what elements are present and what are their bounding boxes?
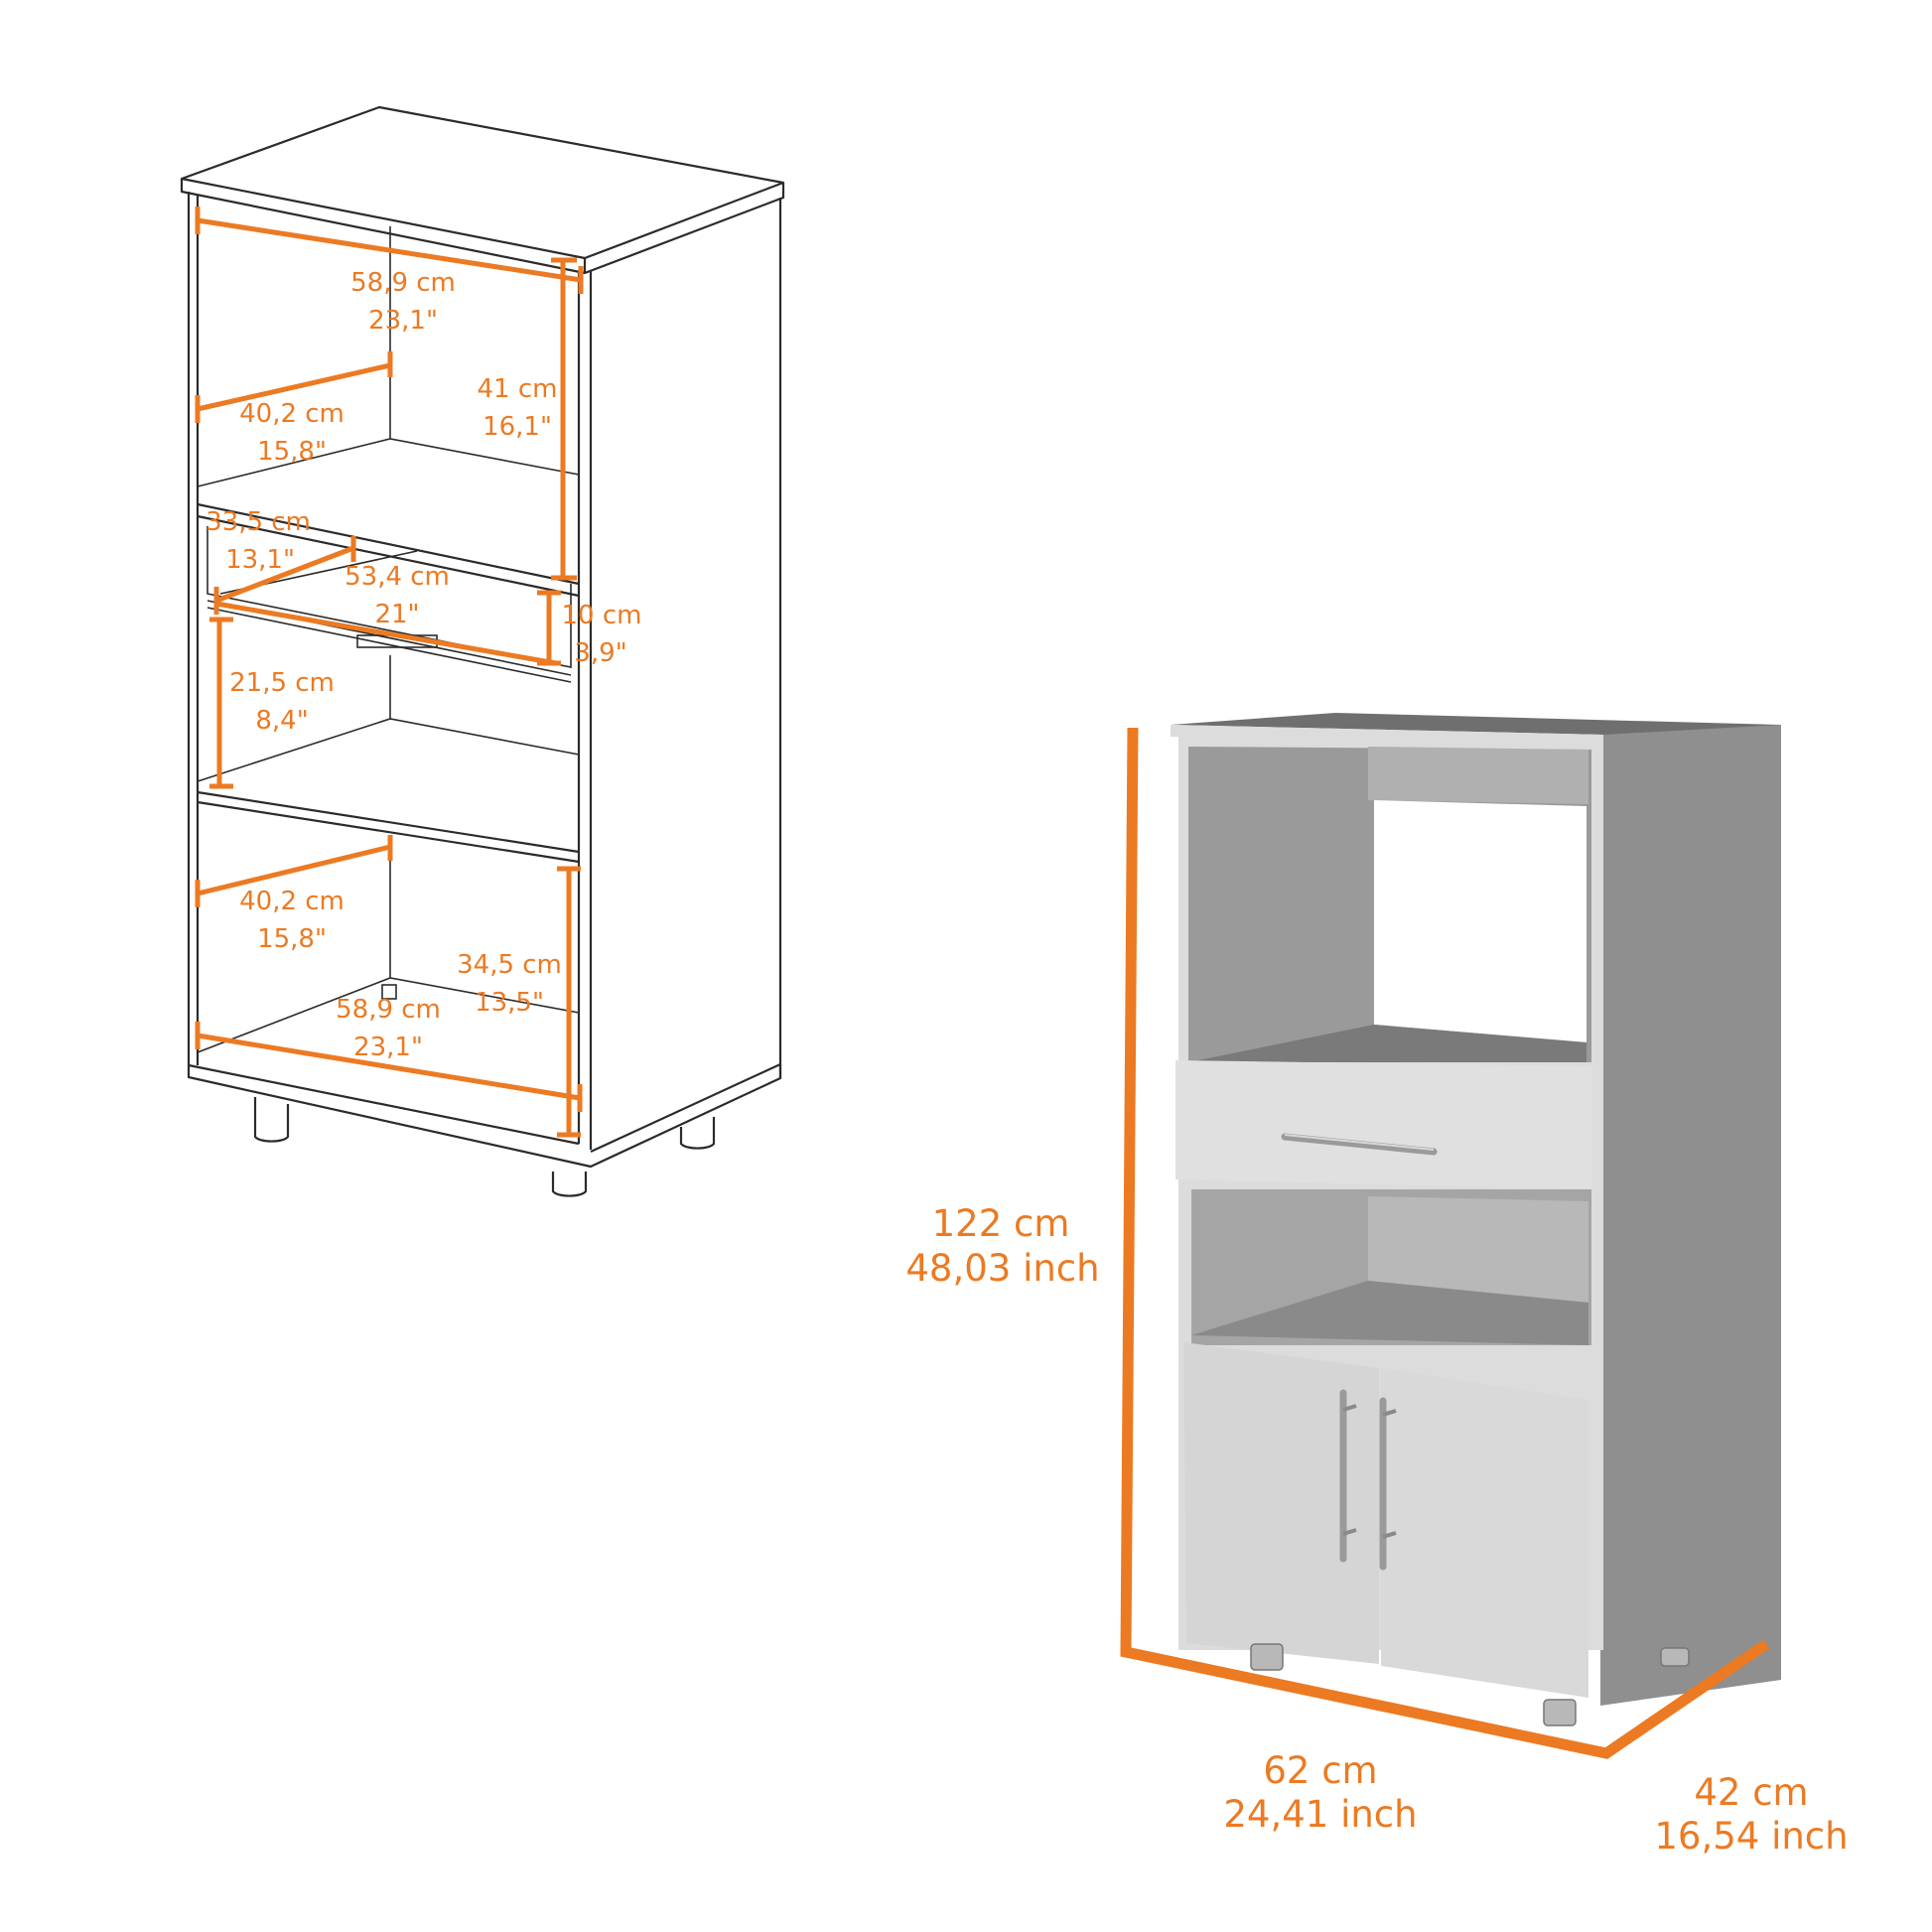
upper-depth-inch: 15,8" [257, 437, 327, 467]
middle-height-cm: 21,5 cm [229, 668, 335, 698]
depth-cm: 42 cm [1694, 1771, 1808, 1814]
top-surface [180, 105, 785, 260]
cabinet-side-panel [1600, 725, 1781, 1706]
drawer-depth-cm: 33,5 cm [206, 507, 311, 537]
hinge-icon [381, 984, 397, 1000]
bottom-width-inch: 23,1" [353, 1033, 423, 1062]
drawer-handle-icon [1281, 1133, 1438, 1156]
cabinet-top [1171, 713, 1781, 735]
drawer-depth-inch: 13,1" [225, 545, 295, 575]
depth-inch: 16,54 inch [1654, 1815, 1848, 1858]
legs [253, 1097, 716, 1197]
top-edge [180, 179, 785, 275]
rendered-dimensions: 122 cm 48,03 inch 62 cm 24,41 inch 42 cm… [905, 727, 1849, 1858]
lower-height-cm: 34,5 cm [457, 950, 562, 980]
upper-height-cm: 41 cm [478, 374, 558, 404]
cabinet-legs [1250, 1643, 1690, 1726]
top-width-cm: 58,9 cm [350, 268, 456, 298]
line-drawing-dimensions [195, 207, 584, 1138]
middle-height-inch: 8,4" [255, 706, 308, 736]
upper-height-inch: 16,1" [483, 412, 552, 442]
height-inch: 48,03 inch [905, 1247, 1099, 1290]
width-inch: 24,41 inch [1223, 1793, 1417, 1836]
lower-depth-inch: 15,8" [257, 924, 327, 954]
upper-depth-cm: 40,2 cm [239, 399, 345, 429]
line-drawing-cabinet [180, 105, 785, 1197]
width-cm: 62 cm [1263, 1749, 1377, 1792]
height-cm: 122 cm [932, 1202, 1070, 1245]
lower-height-inch: 13,5" [475, 988, 544, 1018]
overall-dimension-lines [1120, 727, 1770, 1759]
drawer-front [1175, 1060, 1591, 1189]
door-handles-icon [1339, 1389, 1397, 1571]
line-drawing-labels: 58,9 cm 23,1" 41 cm 16,1" 40,2 cm 15,8" … [206, 268, 641, 1062]
drawer-height-cm: 10 cm [562, 601, 642, 630]
rendered-cabinet [1171, 713, 1781, 1726]
left-door [1183, 1342, 1379, 1664]
drawer-height-inch: 3,9" [574, 638, 626, 668]
right-door [1381, 1368, 1588, 1698]
lower-depth-cm: 40,2 cm [239, 887, 345, 916]
drawer-width-cm: 53,4 cm [345, 562, 450, 592]
top-width-inch: 23,1" [368, 306, 438, 336]
drawer-width-inch: 21" [374, 600, 419, 629]
bottom-width-cm: 58,9 cm [336, 995, 441, 1025]
